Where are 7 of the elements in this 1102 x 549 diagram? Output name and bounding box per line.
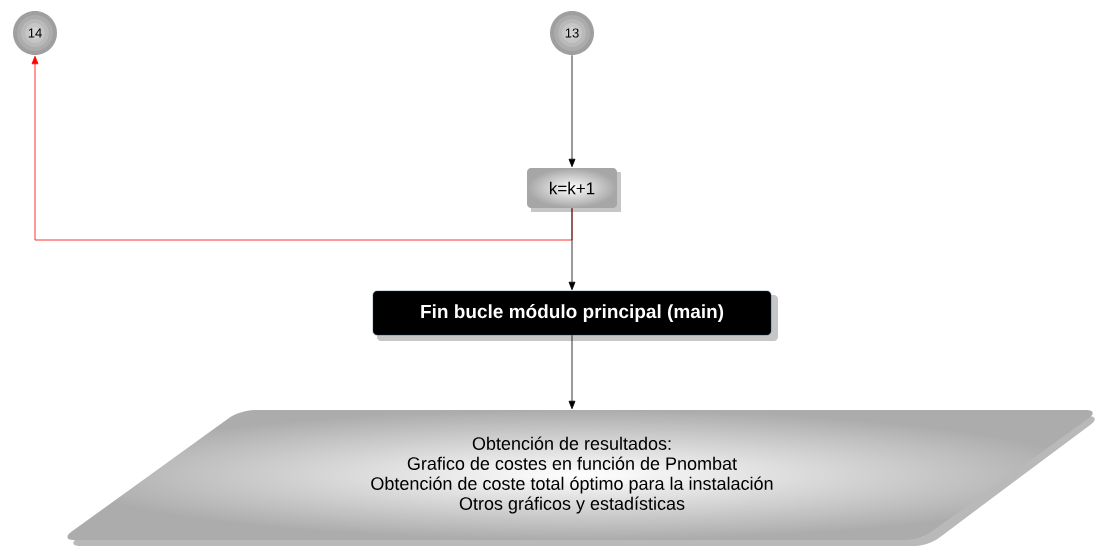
output-parallelogram: Obtención de resultados: Grafico de costes en función de Pnombat Obtención de coste total óptimo para la instalación Otros gráficos y estadísticas (67, 410, 1095, 546)
arrow (568, 54, 576, 168)
arrow (31, 55, 573, 241)
process-box: Fin bucle módulo principal (main) (372, 290, 778, 341)
arrow (568, 207, 576, 291)
process-box: k=k+1 (527, 168, 621, 212)
arrow (568, 334, 576, 410)
